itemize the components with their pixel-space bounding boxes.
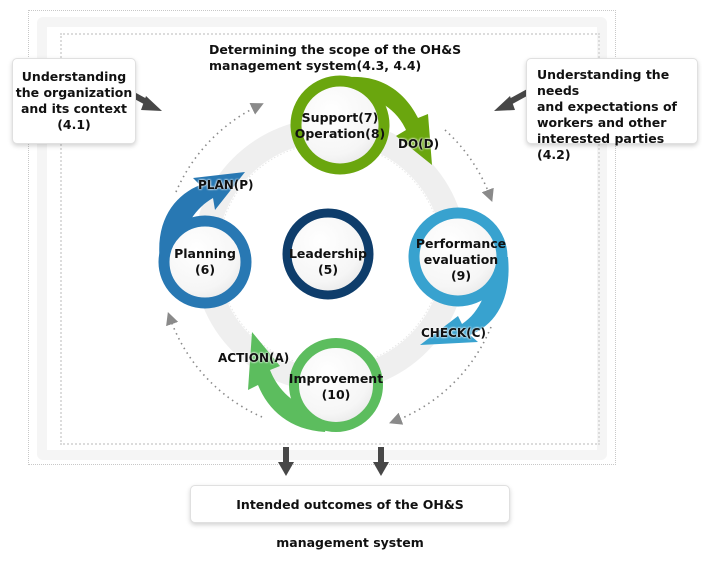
arrow-to-outcomes-left	[278, 447, 294, 476]
plan-phase-label: PLAN(P)	[198, 178, 254, 192]
circle-improvement	[289, 338, 383, 432]
performance-evaluation-label: Performance evaluation (9)	[415, 236, 507, 283]
context-frame-band	[37, 17, 607, 460]
action-arrow	[248, 332, 330, 432]
dotted-arc-bottom-left	[166, 311, 263, 418]
circle-support-operation	[290, 75, 390, 175]
circle-planning	[158, 215, 252, 309]
dotted-arc-top-right	[444, 129, 494, 202]
planning-label: Planning (6)	[174, 246, 236, 277]
intended-outcomes-callout: Intended outcomes of the OH&S management…	[190, 485, 510, 550]
support-operation-label: Support(7) Operation(8)	[294, 110, 386, 141]
check-arrow	[420, 257, 509, 345]
interested-parties-callout: Understanding the needs and expectations…	[526, 58, 698, 162]
leadership-label: Leadership (5)	[288, 246, 368, 277]
scope-dotted-frame	[60, 33, 600, 445]
context-callout: Understanding the organization and its c…	[12, 58, 136, 144]
pdca-diagram	[126, 75, 530, 476]
circle-performance-evaluation	[408, 207, 508, 307]
do-arrow	[340, 76, 432, 165]
improvement-label: Improvement (10)	[288, 371, 384, 402]
dotted-arc-top-left	[175, 103, 264, 193]
do-phase-label: DO(D)	[398, 137, 440, 151]
outer-dotted-frame	[28, 10, 616, 465]
dotted-arc-bottom-right	[389, 326, 492, 425]
action-phase-label: ACTION(A)	[218, 351, 290, 365]
arrow-from-interested-parties	[494, 89, 530, 111]
arrow-to-outcomes-right	[373, 447, 389, 476]
scope-label: Determining the scope of the OH&S manage…	[209, 42, 462, 73]
check-phase-label: CHECK(C)	[421, 326, 486, 340]
circle-leadership	[282, 208, 374, 300]
